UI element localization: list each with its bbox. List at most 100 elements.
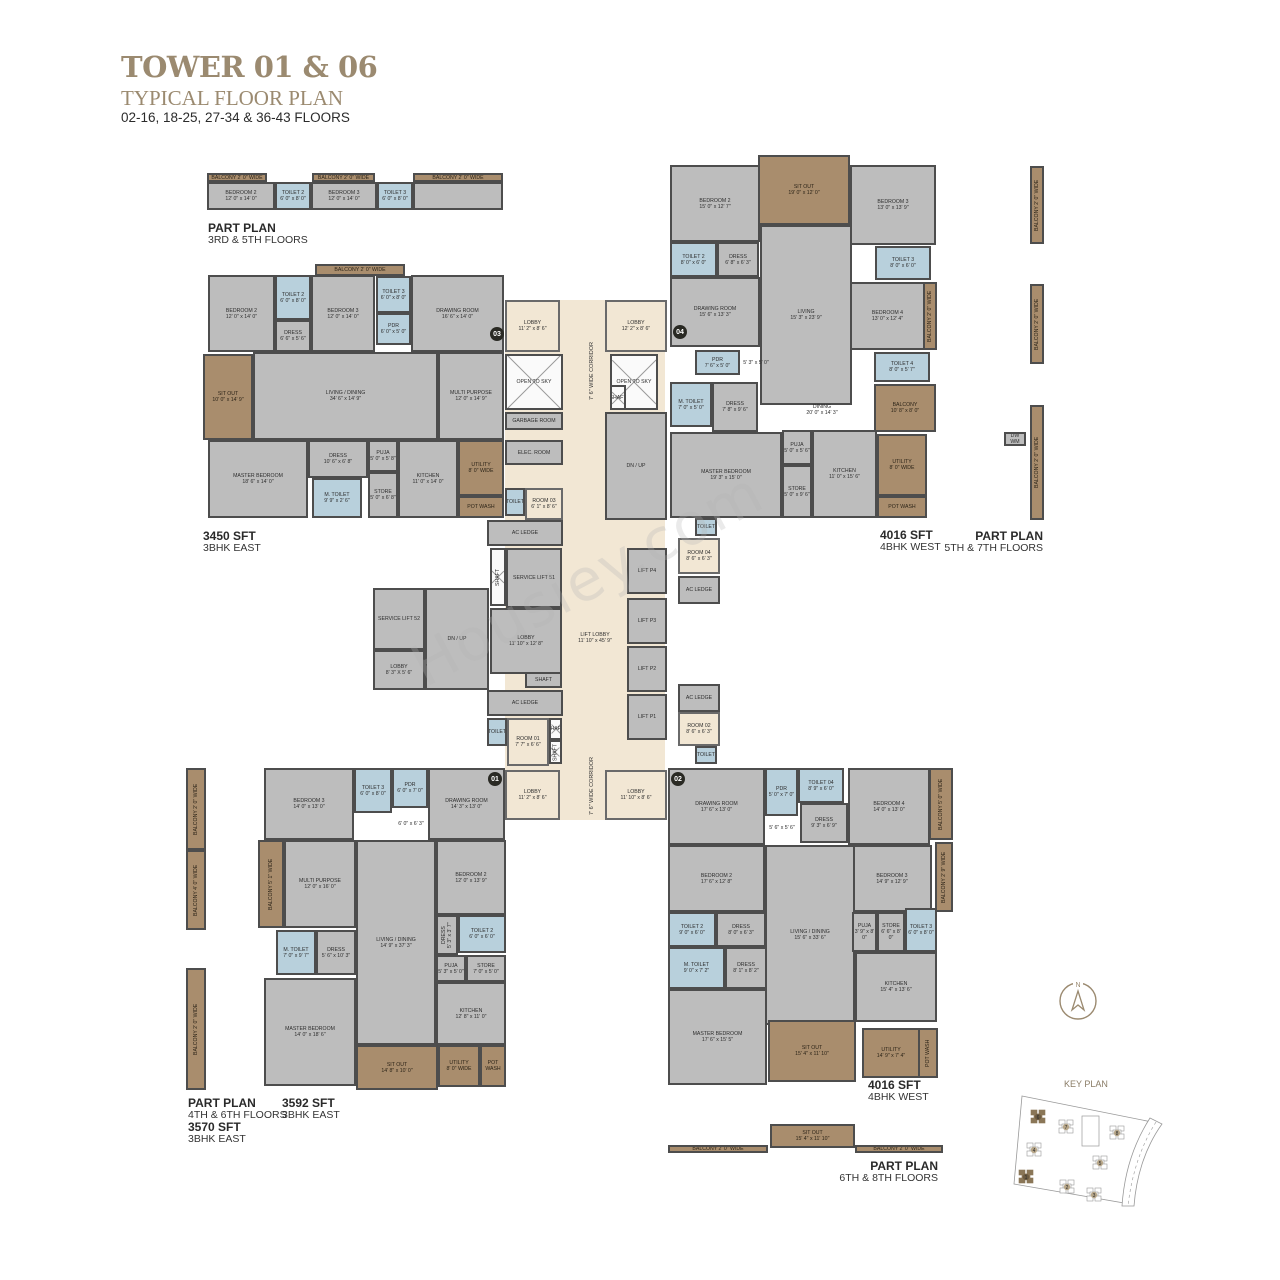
room-name: PUJA xyxy=(376,450,390,456)
room-size: 5' 3" x 5' 0" xyxy=(438,968,464,975)
room-name: BEDROOM 4 xyxy=(873,800,905,807)
room-name: TOILET 2 xyxy=(682,253,705,260)
room-size: 12' 0" x 14' 0" xyxy=(328,196,360,202)
room-name: AC LEDGE xyxy=(511,530,539,536)
room-size: 16' 6" x 14' 0" xyxy=(441,313,474,320)
room-name: ROOM 03 xyxy=(532,498,556,504)
room-name: MULTI PURPOSE xyxy=(299,878,341,884)
room-name: M. TOILET xyxy=(678,398,704,405)
room-size: 8' 0" WIDE xyxy=(889,465,915,471)
room-name: STORE xyxy=(374,489,392,495)
room-name: BALCONY 4' 0" WIDE xyxy=(193,864,199,916)
room-balcony-2-0-wide: BALCONY 2' 0" WIDE xyxy=(1030,284,1044,364)
room-pot-wash: POT WASH xyxy=(918,1028,938,1078)
room-balcony-2-0-wide: BALCONY 2' 0" WIDE xyxy=(668,1145,768,1153)
room-size: 20' 0" x 14' 3" xyxy=(806,410,838,416)
room-name: BALCONY 5' 1" WIDE xyxy=(268,858,274,910)
room-name: AC LEDGE xyxy=(685,695,713,701)
part-plan-title: PART PLAN xyxy=(975,529,1043,543)
room-name: SHAFT xyxy=(550,726,561,732)
room-name: SIT OUT xyxy=(802,1130,823,1136)
room-pot-wash: POT WASH xyxy=(480,1045,506,1087)
room-size: 11' 10" x 8' 6" xyxy=(620,795,652,801)
room-shaft: SHAFT xyxy=(525,672,562,688)
room-balcony-2-0-wide: BALCONY 2' 0" WIDE xyxy=(1030,166,1044,244)
page-subtitle: TYPICAL FLOOR PLAN xyxy=(121,86,344,110)
room-name: BALCONY 2' 0" WIDE xyxy=(873,1146,925,1152)
room-size: 8' 6" x 6' 3" xyxy=(686,729,712,735)
room-lift-p4: LIFT P4 xyxy=(627,548,667,594)
unit-type: 4BHK WEST xyxy=(868,1091,929,1103)
room-size: 15' 6" x 33' 6" xyxy=(794,935,826,941)
room-area: 6' 0" x 6' 3" xyxy=(392,808,430,840)
floor-range: 02-16, 18-25, 27-34 & 36-43 FLOORS xyxy=(121,110,350,125)
room-elec-room: ELEC. ROOM xyxy=(505,440,563,465)
room-name: OPEN TO SKY xyxy=(616,379,652,385)
room-size: 12' 8" x 11' 0" xyxy=(455,1013,487,1020)
room-area: 5' 3" x 5' 0" xyxy=(740,352,772,374)
room-balcony-2-0-wide: BALCONY 2' 0" WIDE xyxy=(207,173,267,182)
room-service-lift-51: SERVICE LIFT 51 xyxy=(506,548,562,608)
room-shaft: SHAFT xyxy=(549,718,562,740)
unit-marker-04: 04 xyxy=(673,325,687,339)
unit-type: 4BHK WEST xyxy=(880,541,941,553)
key-plan-tower-4: 4 xyxy=(1026,1142,1042,1157)
room-name: SIT OUT xyxy=(801,1045,823,1051)
room-size: 8' 1" x 8' 2" xyxy=(733,968,759,974)
room-name: LOBBY xyxy=(627,789,645,795)
part-plan-6-8-caption: PART PLAN 6TH & 8TH FLOORS xyxy=(838,1160,938,1184)
room-size: 11' 2" x 8' 6" xyxy=(518,326,547,332)
room-lift-p3: LIFT P3 xyxy=(627,598,667,644)
room-garbage-room: GARBAGE ROOM xyxy=(505,412,563,430)
room-balcony-2-0-wide: BALCONY 2' 0" WIDE xyxy=(413,173,503,182)
room-size: 12' 0" x 16' 0" xyxy=(304,884,336,890)
room-size: 5' 3" x 5' 0" xyxy=(743,360,769,366)
room-name: LIVING / DINING xyxy=(325,390,366,396)
room-name: LOBBY xyxy=(517,635,535,641)
room-size: 14' 0" x 18' 6" xyxy=(294,1032,326,1038)
room-size: 13' 0" x 13' 9" xyxy=(877,205,909,211)
room-balcony-5-1-wide: BALCONY 5' 1" WIDE xyxy=(258,840,284,928)
room-name: GARBAGE ROOM xyxy=(512,418,556,424)
unit-02-caption: 4016 SFT 4BHK WEST xyxy=(868,1079,929,1103)
room-toilet: TOILET xyxy=(695,746,717,764)
room-name: POT WASH xyxy=(485,1060,501,1072)
room-size: 9' 0" x 6' 0" xyxy=(679,929,705,936)
room-name: MASTER BEDROOM xyxy=(701,469,751,475)
room-name: LOBBY xyxy=(390,664,408,670)
room-name: TOILET 3 xyxy=(891,257,915,263)
room-name: TOILET xyxy=(505,499,525,505)
room-size: 6' 0" x 8' 0" xyxy=(908,930,934,936)
room-size: 11' 0" x 15' 6" xyxy=(829,474,860,480)
room-size: 6' 0" x 6' 0" xyxy=(469,934,495,940)
room-balcony-2-0-wide: BALCONY 2' 0" WIDE xyxy=(923,282,937,350)
room-dn-up: DN / UP xyxy=(605,412,667,520)
unit-area: 4016 SFT xyxy=(880,528,933,542)
room-size: 12' 2" x 8' 6" xyxy=(621,326,651,332)
room-name: LIFT P1 xyxy=(637,714,657,720)
room-size: 15' 4" x 13' 6" xyxy=(880,987,912,993)
room-size: 11' 2" x 8' 6" xyxy=(518,795,547,801)
room-name: LIFT P4 xyxy=(637,568,657,574)
room-size: 8' 0" x 6' 3" xyxy=(728,929,754,936)
